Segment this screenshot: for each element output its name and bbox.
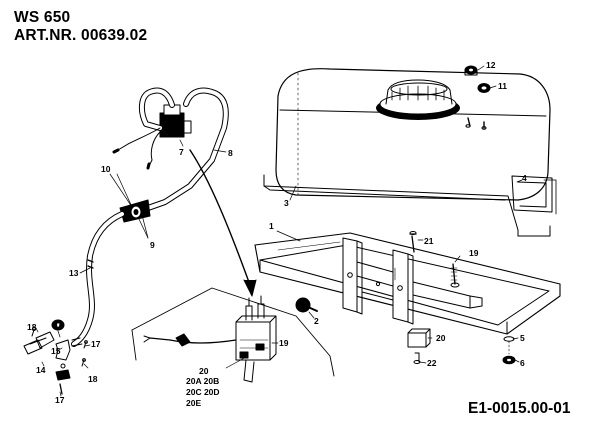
tank-cap [376,79,460,120]
callout-9: 9 [150,240,155,250]
mounting-frame [254,232,561,335]
callout-18b: 18 [88,374,98,384]
callout-8: 8 [228,148,233,158]
callout-15: 15 [51,346,61,356]
callout-20a: 20 [436,333,446,343]
callout-11: 11 [498,81,507,91]
callout-5: 5 [520,333,525,343]
callout-1: 1 [269,221,274,231]
variant-20c-20d: 20C 20D [186,387,220,397]
callout-4: 4 [522,173,527,183]
callout-14: 14 [36,365,46,375]
callout-2: 2 [314,316,319,326]
callout-17a: 17 [91,339,101,349]
leader-lines [35,65,523,397]
pump-and-hoses [112,87,229,211]
callout-20b: 20 [199,366,209,376]
hose-connector [71,199,151,347]
variant-20a-20b: 20A 20B [186,376,219,386]
callout-18a: 18 [27,322,37,332]
callout-3: 3 [284,198,289,208]
callout-19b: 19 [279,338,289,348]
water-tank [263,68,557,237]
switch-detail-inset [131,149,335,383]
callout-13: 13 [69,268,79,278]
article-number: ART.NR. 00639.02 [14,27,148,44]
drawing-reference: E1-0015.00-01 [468,400,571,417]
model-title: WS 650 [14,9,71,26]
nut-and-washer-parts [464,65,491,130]
callout-labels: 1 2 3 4 5 6 7 8 9 10 11 12 13 14 15 16 1… [27,60,527,408]
callout-21: 21 [424,236,434,246]
frame-fasteners [295,231,516,365]
callout-17b: 17 [55,395,65,405]
callout-6: 6 [520,358,525,368]
callout-16: 16 [54,321,64,331]
nozzle-assembly [23,319,88,395]
callout-12: 12 [486,60,496,70]
callout-22: 22 [427,358,437,368]
variant-20e: 20E [186,398,201,408]
callout-7: 7 [179,147,184,157]
callout-10: 10 [101,164,111,174]
callout-19a: 19 [469,248,479,258]
